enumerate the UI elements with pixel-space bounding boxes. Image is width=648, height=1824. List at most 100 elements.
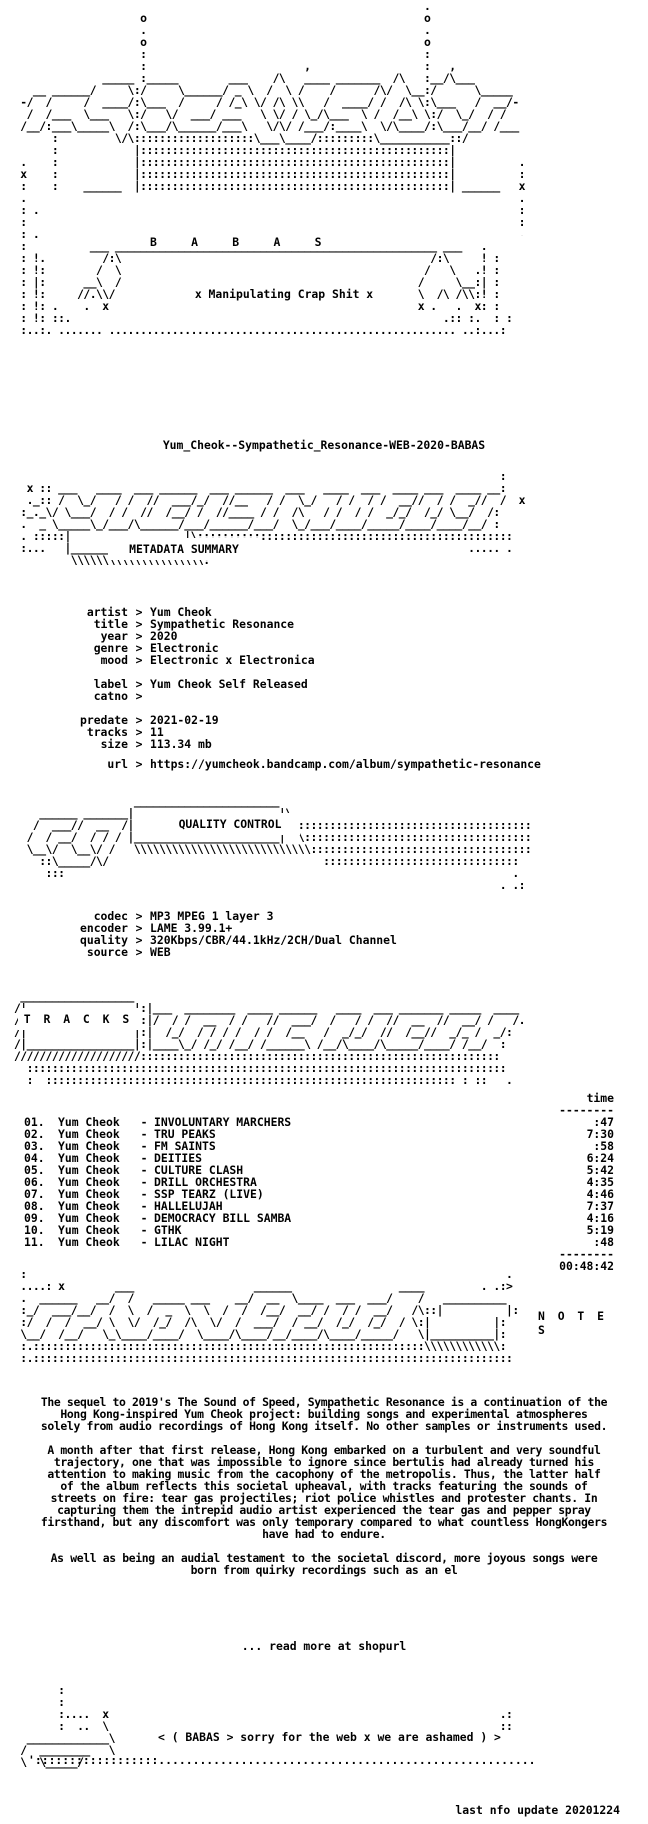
track-dash: - [140,1127,148,1141]
footer-dotted-rule: '::::::::::::::::::.....................… [28,1754,536,1766]
field-value: 2020 [150,629,178,643]
field-row: size>113.34 mb [0,738,648,750]
field-row: genre>Electronic [0,642,648,654]
field-row: source>WEB [0,946,648,958]
track-number: 05. [24,1163,45,1177]
read-more-link[interactable]: ... read more at shopurl [241,1639,407,1653]
track-time: 4:16 [586,1211,614,1225]
track-number: 06. [24,1175,45,1189]
total-time: 00:48:42 [559,1259,614,1273]
track-title: HALLELUJAH [154,1199,223,1213]
field-key: codec [93,909,128,923]
track-artist: Yum Cheok [58,1199,120,1213]
track-title: FM SAINTS [154,1139,216,1153]
track-artist: Yum Cheok [58,1223,120,1237]
field-value: Electronic x Electronica [150,653,315,667]
logo-letters: B A B A S [150,236,530,248]
track-title: GTHK [154,1223,182,1237]
field-key: mood [100,653,128,667]
field-value: Electronic [150,641,219,655]
track-time: 5:19 [586,1223,614,1237]
field-value: 113.34 mb [150,737,212,751]
track-time: :48 [593,1235,614,1249]
field-row: year>2020 [0,630,648,642]
track-number: 11. [24,1235,45,1249]
track-time: 4:46 [586,1187,614,1201]
notes-body: The sequel to 2019's The Sound of Speed,… [40,1396,608,1588]
track-dash: - [140,1175,148,1189]
field-separator: > [135,921,143,935]
field-value: 11 [150,725,164,739]
release-name: Yum_Cheok--Sympathetic_Resonance-WEB-202… [162,438,486,452]
track-artist: Yum Cheok [58,1235,120,1249]
track-title: SSP TEARZ (LIVE) [154,1187,264,1201]
field-separator: > [135,605,143,619]
track-title: DEMOCRACY BILL SAMBA [154,1211,292,1225]
field-separator: > [135,725,143,739]
field-separator: > [135,653,143,667]
notes-paragraph: The sequel to 2019's The Sound of Speed,… [40,1395,608,1433]
track-row: 01.Yum Cheok-INVOLUNTARY MARCHERS:47 [24,1116,614,1128]
field-row: encoder > LAME 3.99.1+ [0,922,648,934]
field-value: MP3 MPEG 1 layer 3 [150,909,274,923]
track-dash: - [140,1115,148,1129]
metadata-header-label: METADATA SUMMARY [108,538,260,560]
field-value [150,690,648,702]
track-artist: Yum Cheok [58,1187,120,1201]
track-title: LILAC NIGHT [154,1235,230,1249]
field-separator: > [135,713,143,727]
track-dash: - [140,1139,148,1153]
field-separator: > [135,737,143,751]
tracks-header-label: T R A C K S [18,1008,138,1030]
field-value: Yum Cheok [150,605,212,619]
logo-tagline: x Manipulating Crap Shit x [188,288,380,300]
notes-paragraph: A month after that first release, Hong K… [40,1443,608,1541]
field-row: quality>320Kbps/CBR/44.1kHz/2CH/Dual Cha… [0,934,648,946]
field-key: encoder [79,921,128,935]
last-update: last nfo update 20201224 [455,1803,620,1817]
metadata-url-row: url > https://yumcheok.bandcamp.com/albu… [0,758,648,770]
field-separator: > [135,689,143,703]
track-time: 6:24 [586,1151,614,1165]
time-header-rule: -------- [559,1103,614,1117]
field-key: predate [79,713,128,727]
track-number: 10. [24,1223,45,1237]
field-separator: > [135,933,143,947]
track-artist: Yum Cheok [58,1115,120,1129]
track-time: 7:37 [586,1199,614,1213]
track-row: 11. Yum Cheok -LILAC NIGHT :48 [24,1236,614,1248]
track-artist: Yum Cheok [58,1151,120,1165]
field-row: tracks >11 [0,726,648,738]
track-row: 10. Yum Cheok -GTHK 5:19 [24,1224,614,1236]
babas-logo-art: . o o . . [20,0,525,337]
field-separator: > [135,677,143,691]
release-url-link[interactable]: https://yumcheok.bandcamp.com/album/symp… [150,757,541,771]
track-dash: - [140,1151,148,1165]
field-row: label>Yum Cheok Self Released [0,678,648,690]
total-rule: -------- [559,1247,614,1261]
track-time: :58 [593,1139,614,1153]
track-dash: - [140,1199,148,1213]
track-row: 03.Yum Cheok-FM SAINTS:58 [24,1140,614,1152]
metadata-header-art: : x :: ___ ____ ___ ______ ___ ______ __… [20,470,525,567]
track-dash: - [140,1235,148,1249]
track-number: 01. [24,1115,45,1129]
track-number: 03. [24,1139,45,1153]
track-dash: - [140,1223,148,1237]
field-key: tracks [86,725,128,739]
quality-header-label: QUALITY CONTROL [160,813,300,835]
field-value: Sympathetic Resonance [150,617,295,631]
field-value: LAME 3.99.1+ [150,921,233,935]
track-title: INVOLUNTARY MARCHERS [154,1115,292,1129]
field-key: year [100,629,128,643]
field-key: artist [86,605,128,619]
